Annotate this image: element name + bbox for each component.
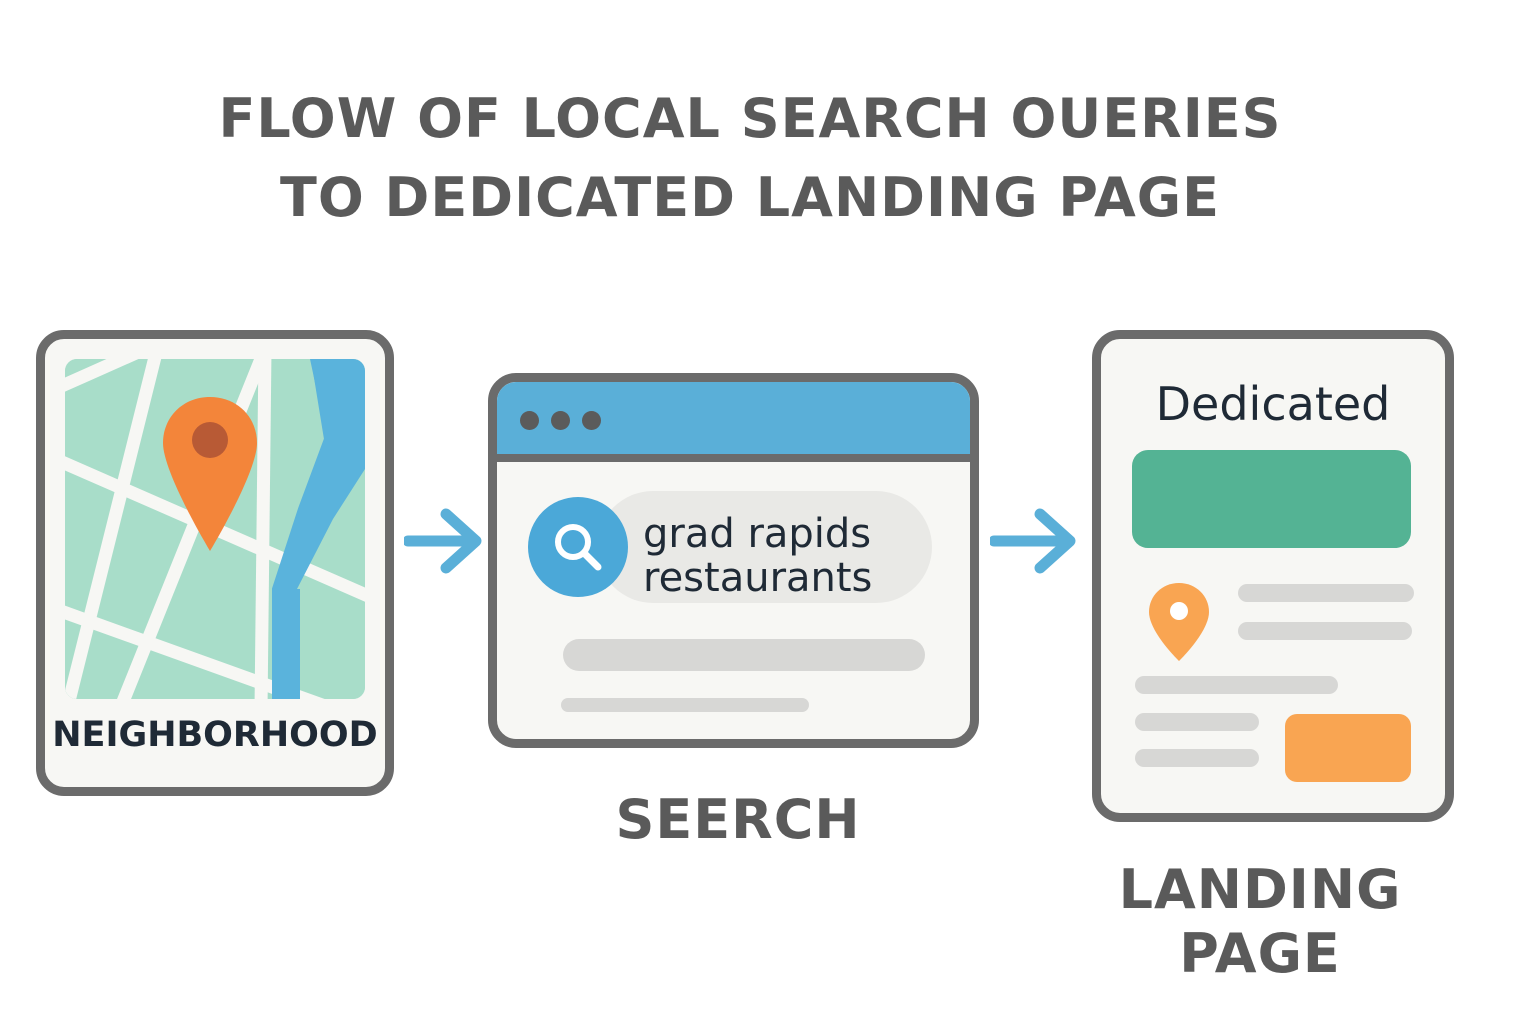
landing-heading: Dedicated [1155, 377, 1391, 431]
arrow-right-icon [990, 508, 1076, 574]
search-bar[interactable] [597, 491, 932, 603]
neighborhood-label: NEIGHBORHOOD [52, 715, 378, 755]
search-query-line-2: restaurants [643, 555, 873, 601]
landing-caption-line-1: LANDING [1118, 858, 1402, 921]
landing-caption-line-2: PAGE [1179, 922, 1341, 985]
search-query: grad rapids restaurants [643, 512, 872, 600]
search-result-placeholder [561, 698, 809, 712]
landing-caption: LANDING PAGE [1090, 858, 1430, 986]
search-browser-window: grad rapids restaurants [488, 373, 979, 748]
title-line-1: FLOW OF LOCAL SEARCH OUERIES [218, 87, 1282, 150]
window-dot-icon [551, 411, 570, 430]
search-icon [555, 524, 602, 571]
window-dot-icon [520, 411, 539, 430]
text-line-placeholder [1135, 676, 1338, 694]
search-caption: SEERCH [615, 788, 861, 851]
location-pin-icon [1149, 583, 1209, 661]
neighborhood-map [65, 359, 365, 699]
arrow-right-icon [404, 508, 482, 574]
search-result-placeholder [563, 639, 925, 671]
text-line-placeholder [1135, 749, 1259, 767]
text-line-placeholder [1135, 713, 1259, 731]
text-line-placeholder [1238, 622, 1412, 640]
landing-page-panel: Dedicated [1092, 330, 1454, 822]
search-query-line-1: grad rapids [643, 511, 872, 557]
map-pin-icon [163, 397, 257, 551]
window-dot-icon [582, 411, 601, 430]
landing-hero-block [1132, 450, 1411, 548]
text-line-placeholder [1238, 584, 1414, 602]
call-to-action-button[interactable] [1285, 714, 1411, 782]
browser-title-bar [497, 382, 970, 462]
search-button[interactable] [528, 497, 628, 597]
title-line-2: TO DEDICATED LANDING PAGE [280, 166, 1220, 229]
neighborhood-panel: NEIGHBORHOOD [36, 330, 394, 796]
